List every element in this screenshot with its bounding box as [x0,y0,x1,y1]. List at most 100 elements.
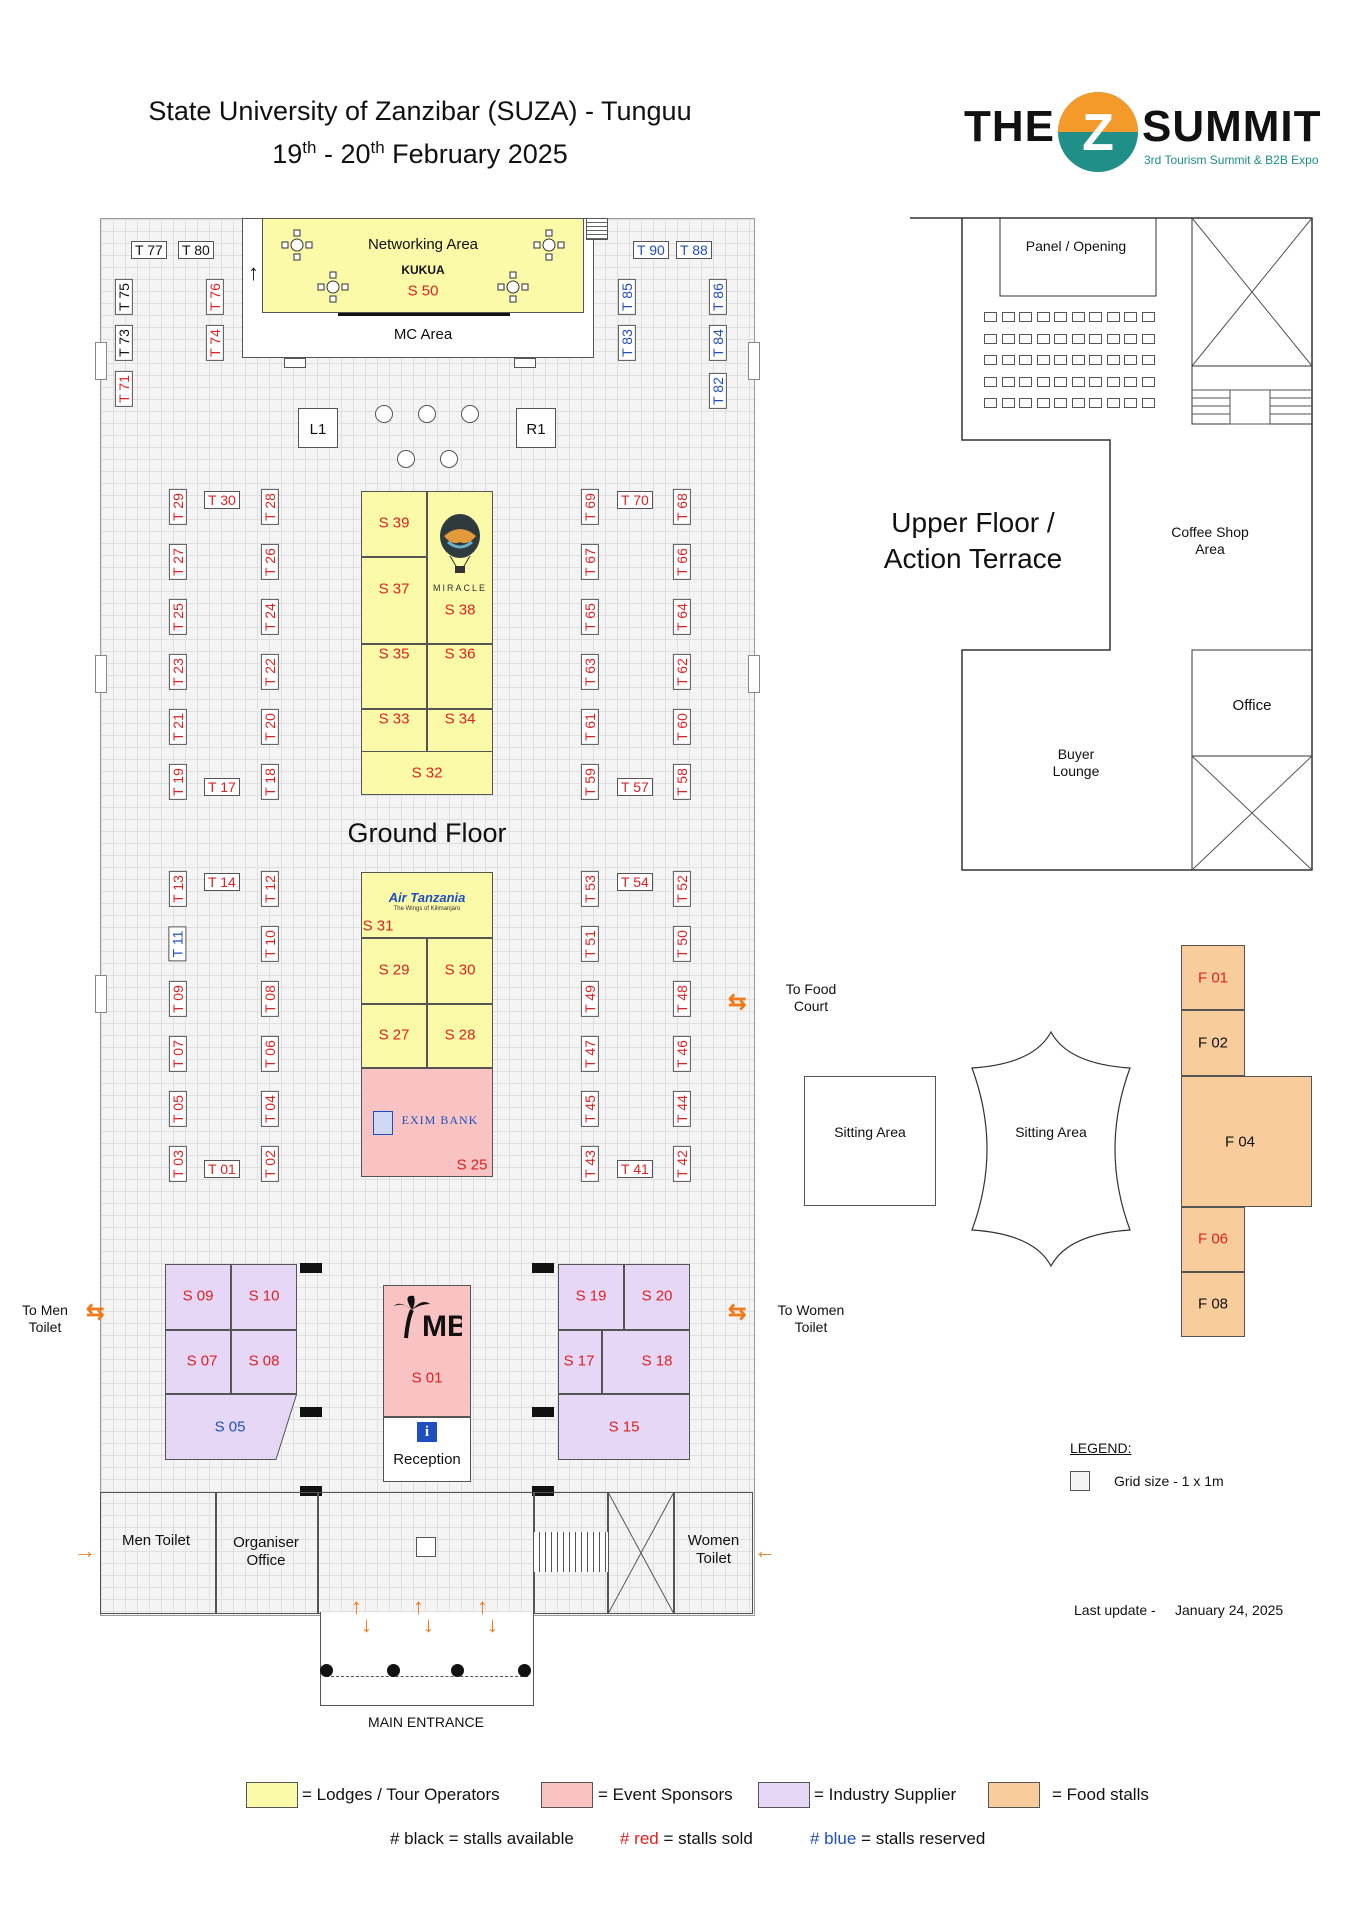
table-t04[interactable]: T 04 [260,1091,279,1127]
table-t21[interactable]: T 21 [168,709,187,745]
table-t69[interactable]: T 69 [580,489,599,525]
table-t70[interactable]: T 70 [617,491,653,509]
food-stall-f02[interactable] [1181,1010,1245,1076]
table-t62[interactable]: T 62 [672,654,691,690]
table-t68[interactable]: T 68 [672,489,691,525]
table-t41[interactable]: T 41 [617,1160,653,1178]
table-t22[interactable]: T 22 [260,654,279,690]
table-t50[interactable]: T 50 [672,926,691,962]
stand-s17-cell[interactable] [558,1330,602,1394]
table-t02[interactable]: T 02 [260,1146,279,1182]
table-t75[interactable]: T 75 [114,279,133,315]
stand-s20-cell[interactable] [624,1264,690,1330]
table-t05[interactable]: T 05 [168,1091,187,1127]
table-t63[interactable]: T 63 [580,654,599,690]
table-t24[interactable]: T 24 [260,599,279,635]
stand-s10-cell[interactable] [231,1264,297,1330]
table-t76[interactable]: T 76 [205,279,224,315]
stand-s08-cell[interactable] [231,1330,297,1394]
table-t60[interactable]: T 60 [672,709,691,745]
table-t26[interactable]: T 26 [260,544,279,580]
table-t66[interactable]: T 66 [672,544,691,580]
table-t52[interactable]: T 52 [672,871,691,907]
table-t29[interactable]: T 29 [168,489,187,525]
table-t14[interactable]: T 14 [204,873,240,891]
stand-s31-cell[interactable] [361,872,493,938]
table-t46[interactable]: T 46 [672,1036,691,1072]
table-t18[interactable]: T 18 [260,764,279,800]
table-t07[interactable]: T 07 [168,1036,187,1072]
stand-s28-cell[interactable] [427,1004,493,1068]
organiser-office-label: Organiser Office [233,1534,299,1569]
table-t06[interactable]: T 06 [260,1036,279,1072]
table-t54[interactable]: T 54 [617,873,653,891]
table-t10[interactable]: T 10 [260,926,279,962]
table-t53[interactable]: T 53 [580,871,599,907]
stand-s36-cell[interactable] [427,644,493,709]
table-t74[interactable]: T 74 [205,325,224,361]
table-t08[interactable]: T 08 [260,981,279,1017]
table-t59[interactable]: T 59 [580,764,599,800]
table-t27[interactable]: T 27 [168,544,187,580]
food-stall-f06[interactable] [1181,1207,1245,1272]
table-t67[interactable]: T 67 [580,544,599,580]
stand-s30-cell[interactable] [427,938,493,1004]
table-t44[interactable]: T 44 [672,1091,691,1127]
table-t88[interactable]: T 88 [676,241,712,259]
table-t28[interactable]: T 28 [260,489,279,525]
table-t47[interactable]: T 47 [580,1036,599,1072]
stand-s50[interactable]: S 50 [407,282,439,300]
food-stall-f04[interactable] [1181,1076,1312,1207]
table-t13[interactable]: T 13 [168,871,187,907]
table-t30[interactable]: T 30 [204,491,240,509]
table-t85[interactable]: T 85 [617,279,636,315]
table-t86[interactable]: T 86 [708,279,727,315]
table-t43[interactable]: T 43 [580,1146,599,1182]
stand-s15-cell[interactable] [558,1394,690,1460]
table-t49[interactable]: T 49 [580,981,599,1017]
table-t77[interactable]: T 77 [131,241,167,259]
stand-s18-cell[interactable] [602,1330,690,1394]
table-t84[interactable]: T 84 [708,325,727,361]
stand-s39-cell[interactable] [361,491,427,557]
table-t90[interactable]: T 90 [633,241,669,259]
table-t80[interactable]: T 80 [178,241,214,259]
food-stall-f01[interactable] [1181,945,1245,1010]
table-t51[interactable]: T 51 [580,926,599,962]
food-stall-f08[interactable] [1181,1272,1245,1337]
table-t17[interactable]: T 17 [204,778,240,796]
table-t57[interactable]: T 57 [617,778,653,796]
table-t23[interactable]: T 23 [168,654,187,690]
summit-logo: THE Z SUMMIT 3rd Tourism Summit & B2B Ex… [958,90,1321,180]
stand-s09-cell[interactable] [165,1264,231,1330]
table-t03[interactable]: T 03 [168,1146,187,1182]
table-t65[interactable]: T 65 [580,599,599,635]
table-t42[interactable]: T 42 [672,1146,691,1182]
table-t11[interactable]: T 11 [168,926,187,962]
stand-s29-cell[interactable] [361,938,427,1004]
stand-s05-cell[interactable] [165,1394,297,1460]
stand-s07-cell[interactable] [165,1330,231,1394]
table-t12[interactable]: T 12 [260,871,279,907]
table-t45[interactable]: T 45 [580,1091,599,1127]
table-t09[interactable]: T 09 [168,981,187,1017]
table-t19[interactable]: T 19 [168,764,187,800]
table-t82[interactable]: T 82 [708,373,727,409]
table-t64[interactable]: T 64 [672,599,691,635]
table-t20[interactable]: T 20 [260,709,279,745]
table-t71[interactable]: T 71 [114,371,133,407]
table-t61[interactable]: T 61 [580,709,599,745]
audience-seat [1001,376,1015,387]
table-t01[interactable]: T 01 [204,1160,240,1178]
table-t25[interactable]: T 25 [168,599,187,635]
stand-s19-cell[interactable] [558,1264,624,1330]
table-t48[interactable]: T 48 [672,981,691,1017]
table-t58[interactable]: T 58 [672,764,691,800]
stand-s35-cell[interactable] [361,644,427,709]
stand-s01-cell[interactable] [383,1285,471,1417]
table-t73[interactable]: T 73 [114,325,133,361]
table-t83[interactable]: T 83 [617,325,636,361]
stand-s37-cell[interactable] [361,557,427,644]
stand-s27-cell[interactable] [361,1004,427,1068]
audience-seat [1141,398,1155,408]
